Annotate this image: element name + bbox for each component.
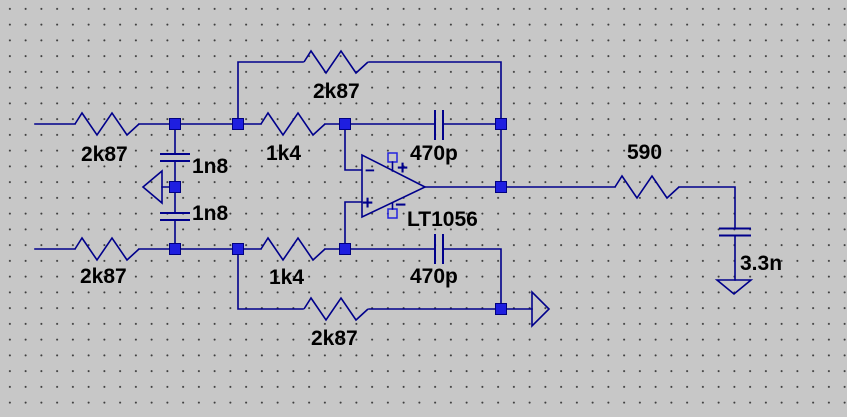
resistor-gain-bottom[interactable] (260, 236, 326, 262)
resistor-input-top[interactable] (74, 111, 140, 137)
wire-opamp-noninverting-input[interactable] (344, 201, 362, 250)
wire-output-rc[interactable] (678, 186, 736, 281)
capacitor-feedback-bottom[interactable] (434, 234, 444, 264)
label-opamp-part[interactable]: LT1056 (407, 208, 478, 231)
junction-dot (169, 118, 181, 130)
junction-dot (232, 118, 244, 130)
label-capacitor-output[interactable]: 3.3n (740, 252, 782, 275)
capacitor-output[interactable] (719, 227, 751, 237)
wire-bottom-rail[interactable] (34, 248, 502, 310)
resistor-feedback-top[interactable] (303, 49, 369, 75)
label-resistor-input-top[interactable]: 2k87 (81, 143, 128, 166)
label-capacitor-feedback-bottom[interactable]: 470p (410, 265, 458, 288)
opamp-supply-minus-mark: − (395, 195, 406, 216)
resistor-output[interactable] (614, 174, 680, 200)
label-resistor-output[interactable]: 590 (627, 141, 662, 164)
opamp-noninverting-input-mark: + (362, 193, 373, 214)
wire-bottom-feedback-loop[interactable] (237, 248, 533, 310)
resistor-input-bottom[interactable] (74, 236, 140, 262)
opamp-supply-plus-pin[interactable] (387, 152, 398, 163)
junction-dot (495, 181, 507, 193)
opamp-triangle-icon[interactable] (361, 153, 427, 219)
opamp-inverting-input-mark: − (365, 161, 375, 180)
label-capacitor-input-bottom[interactable]: 1n8 (192, 202, 229, 225)
resistor-feedback-bottom[interactable] (303, 296, 369, 322)
label-resistor-gain-bottom[interactable]: 1k4 (269, 266, 304, 289)
port-arrow-left-icon[interactable] (141, 169, 163, 205)
label-resistor-gain-top[interactable]: 1k4 (266, 142, 301, 165)
capacitor-feedback-top[interactable] (434, 110, 444, 140)
port-arrow-right-icon[interactable] (531, 290, 551, 328)
label-capacitor-input-top[interactable]: 1n8 (192, 155, 229, 178)
junction-dot (169, 243, 181, 255)
ground-icon[interactable] (714, 279, 754, 296)
label-resistor-feedback-top[interactable]: 2k87 (313, 80, 360, 103)
wire-top-feedback-loop[interactable] (237, 61, 502, 188)
opamp-supply-plus-mark: + (397, 158, 408, 179)
junction-dot (495, 303, 507, 315)
junction-dot (495, 118, 507, 130)
label-resistor-input-bottom[interactable]: 2k87 (80, 265, 127, 288)
junction-dot (339, 118, 351, 130)
junction-dot (339, 243, 351, 255)
wire-opamp-inverting-input[interactable] (344, 123, 362, 171)
resistor-gain-top[interactable] (260, 111, 326, 137)
label-capacitor-feedback-top[interactable]: 470p (410, 142, 458, 165)
capacitor-input-bottom[interactable] (160, 212, 190, 221)
capacitor-input-top[interactable] (160, 153, 190, 162)
label-resistor-feedback-bottom[interactable]: 2k87 (311, 327, 358, 350)
junction-dot (169, 181, 181, 193)
junction-dot (232, 243, 244, 255)
